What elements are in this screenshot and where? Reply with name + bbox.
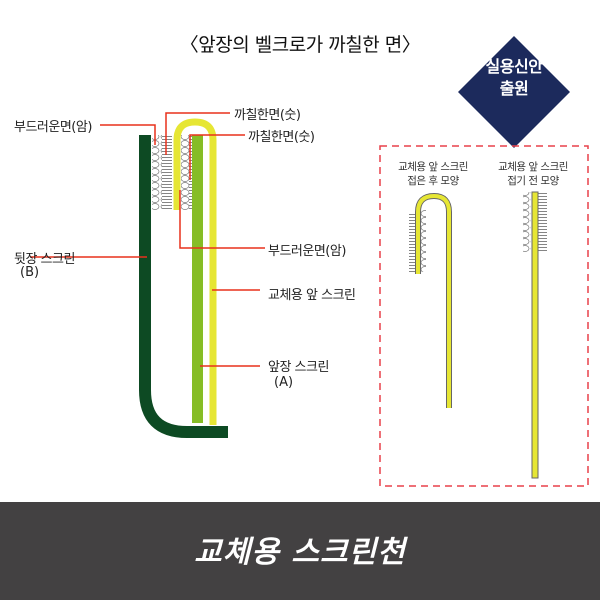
label-rough-side-2: 까칠한면(숫): [248, 130, 315, 145]
unfolded-screen-illustration: [523, 191, 547, 479]
comparison-panel-border: [379, 145, 589, 487]
label-soft-side-bottom: 부드러운면(암): [268, 244, 346, 259]
label-back-screen-code: (B): [20, 265, 40, 280]
label-rough-side-1: 까칠한면(숫): [234, 108, 301, 123]
folded-screen-illustration: [409, 192, 452, 408]
hook-strip-front-outer: [162, 135, 172, 210]
front-screen-a: [192, 135, 203, 423]
folded-line-2: 접은 후 모양: [407, 175, 459, 187]
label-back-screen: 뒷장 스크린: [14, 252, 75, 267]
replacement-screen-folded: [173, 118, 217, 425]
footer-banner: [0, 502, 600, 600]
footer-title: 교체용 스크린천: [194, 535, 406, 570]
soft-loop-strip-back: [152, 135, 162, 210]
badge-line-1: 실용신안: [485, 57, 543, 76]
back-screen-b: [139, 135, 228, 438]
label-folded-shape: 교체용 앞 스크린 접은 후 모양: [388, 160, 478, 188]
page-title: 〈앞장의 벨크로가 까칠한 면〉: [179, 34, 421, 56]
label-front-screen-code: (A): [274, 375, 294, 390]
label-soft-side-top: 부드러운면(암): [14, 120, 92, 135]
badge-line-2: 출원: [499, 79, 529, 98]
label-replacement-front-screen: 교체용 앞 스크린: [268, 288, 356, 303]
label-unfolded-shape: 교체용 앞 스크린 접기 전 모양: [488, 160, 578, 188]
leader-lines: [30, 112, 265, 367]
label-front-screen: 앞장 스크린: [268, 360, 329, 375]
folded-line-1: 교체용 앞 스크린: [398, 161, 468, 173]
patent-badge: 실용신안 출원: [468, 56, 560, 100]
soft-loop-strip-inner: [181, 135, 190, 210]
unfolded-line-1: 교체용 앞 스크린: [498, 161, 568, 173]
unfolded-line-2: 접기 전 모양: [507, 175, 559, 187]
